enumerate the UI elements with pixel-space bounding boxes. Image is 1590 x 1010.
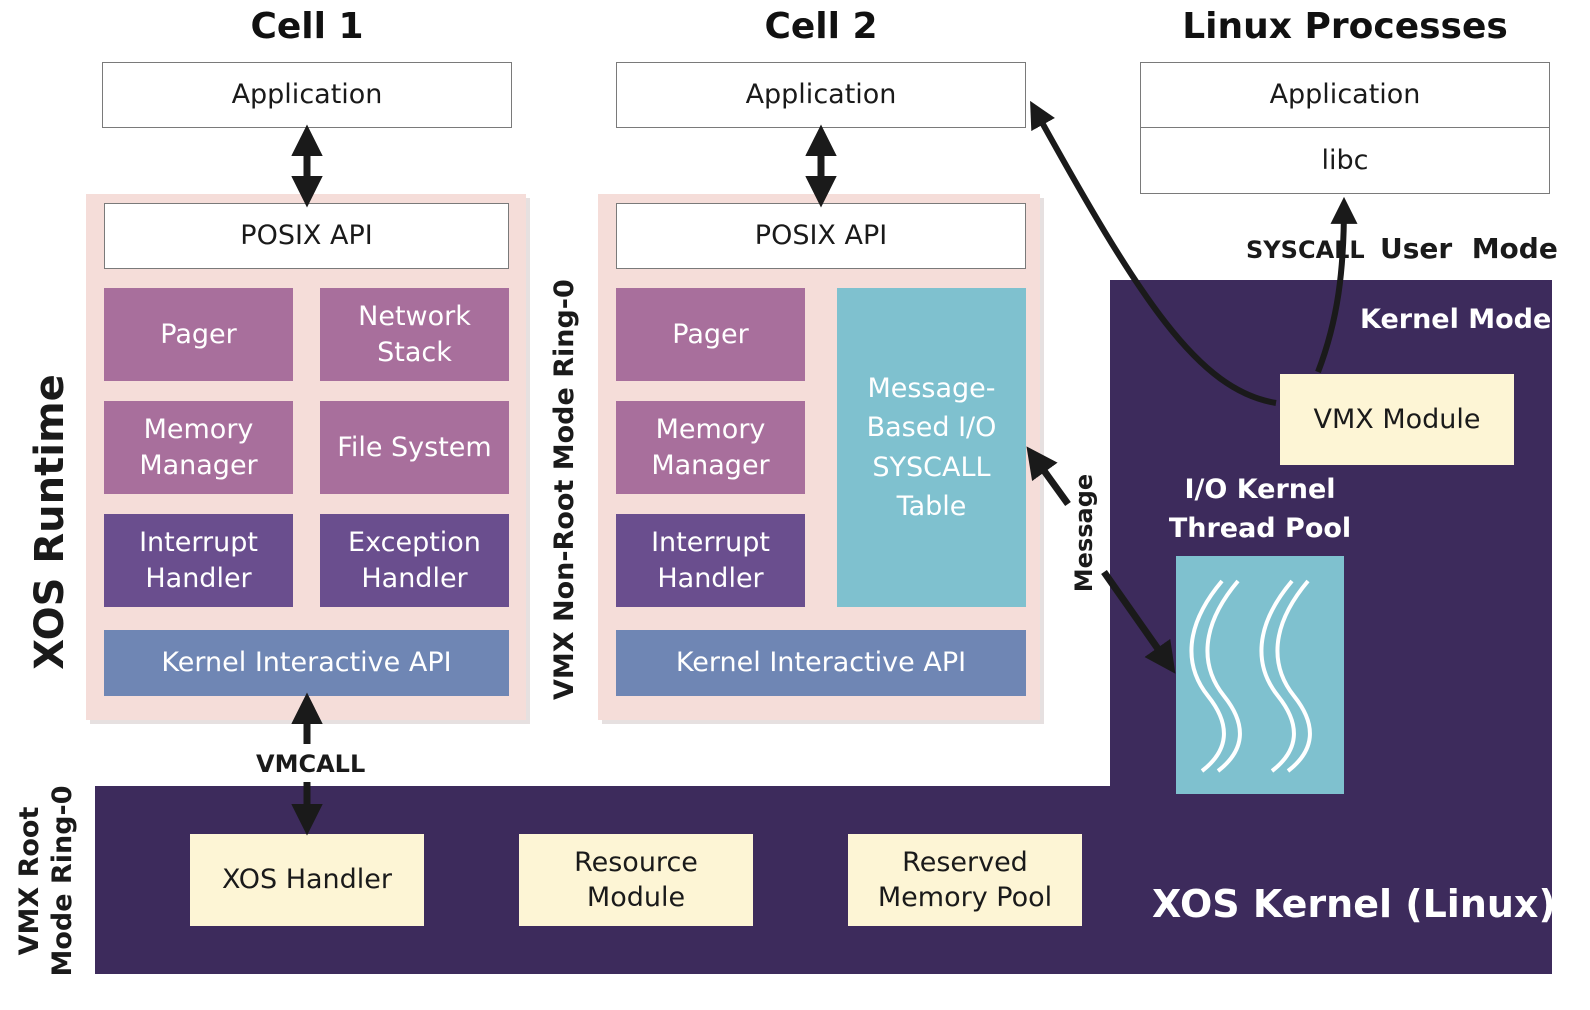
message-up-arrow [1026, 446, 1071, 507]
cell1-network-stack: Network Stack [320, 288, 509, 381]
cell1-application: Application [102, 62, 512, 128]
linux-processes-title: Linux Processes [1182, 6, 1508, 47]
linux-libc: libc [1140, 128, 1550, 194]
cell1-memory-manager: Memory Manager [104, 401, 293, 494]
reserved-memory-pool: Reserved Memory Pool [848, 834, 1082, 926]
linux-application: Application [1140, 62, 1550, 128]
cell1-exception-handler: Exception Handler [320, 514, 509, 607]
cell1-file-system: File System [320, 401, 509, 494]
cell2-application: Application [616, 62, 1026, 128]
kernel-mode-label: Kernel Mode [1360, 304, 1552, 335]
cell2-pager: Pager [616, 288, 805, 381]
xos-handler: XOS Handler [190, 834, 424, 926]
vmx-module: VMX Module [1280, 374, 1514, 465]
vmcall-label: VMCALL [256, 750, 366, 778]
cell1-interrupt-handler: Interrupt Handler [104, 514, 293, 607]
vmx-to-cell2-arrow [1030, 100, 1277, 406]
cell1-title: Cell 1 [250, 6, 364, 47]
cell2-interrupt-handler: Interrupt Handler [616, 514, 805, 607]
cell1-kernel-interactive-api: Kernel Interactive API [104, 630, 509, 696]
cell2-memory-manager: Memory Manager [616, 401, 805, 494]
cell1-posix-api: POSIX API [104, 203, 509, 269]
cell2-kernel-interactive-api: Kernel Interactive API [616, 630, 1026, 696]
cell1-pager: Pager [104, 288, 293, 381]
xos-kernel-label: XOS Kernel (Linux) [1152, 882, 1556, 926]
syscall-arrow [1315, 196, 1358, 374]
cell2-syscall-table: Message-Based I/O SYSCALL Table [837, 288, 1026, 607]
user-mode-label: User Mode [1380, 232, 1558, 265]
resource-module: Resource Module [519, 834, 753, 926]
io-kernel-thread-pool-label: I/O Kernel Thread Pool [1168, 474, 1352, 545]
thread-wave-icon [1189, 579, 1312, 773]
message-down-arrow [1101, 569, 1176, 674]
cell2-title: Cell 2 [764, 6, 878, 47]
thread-pool-box [1176, 556, 1344, 794]
cell2-posix-api: POSIX API [616, 203, 1026, 269]
